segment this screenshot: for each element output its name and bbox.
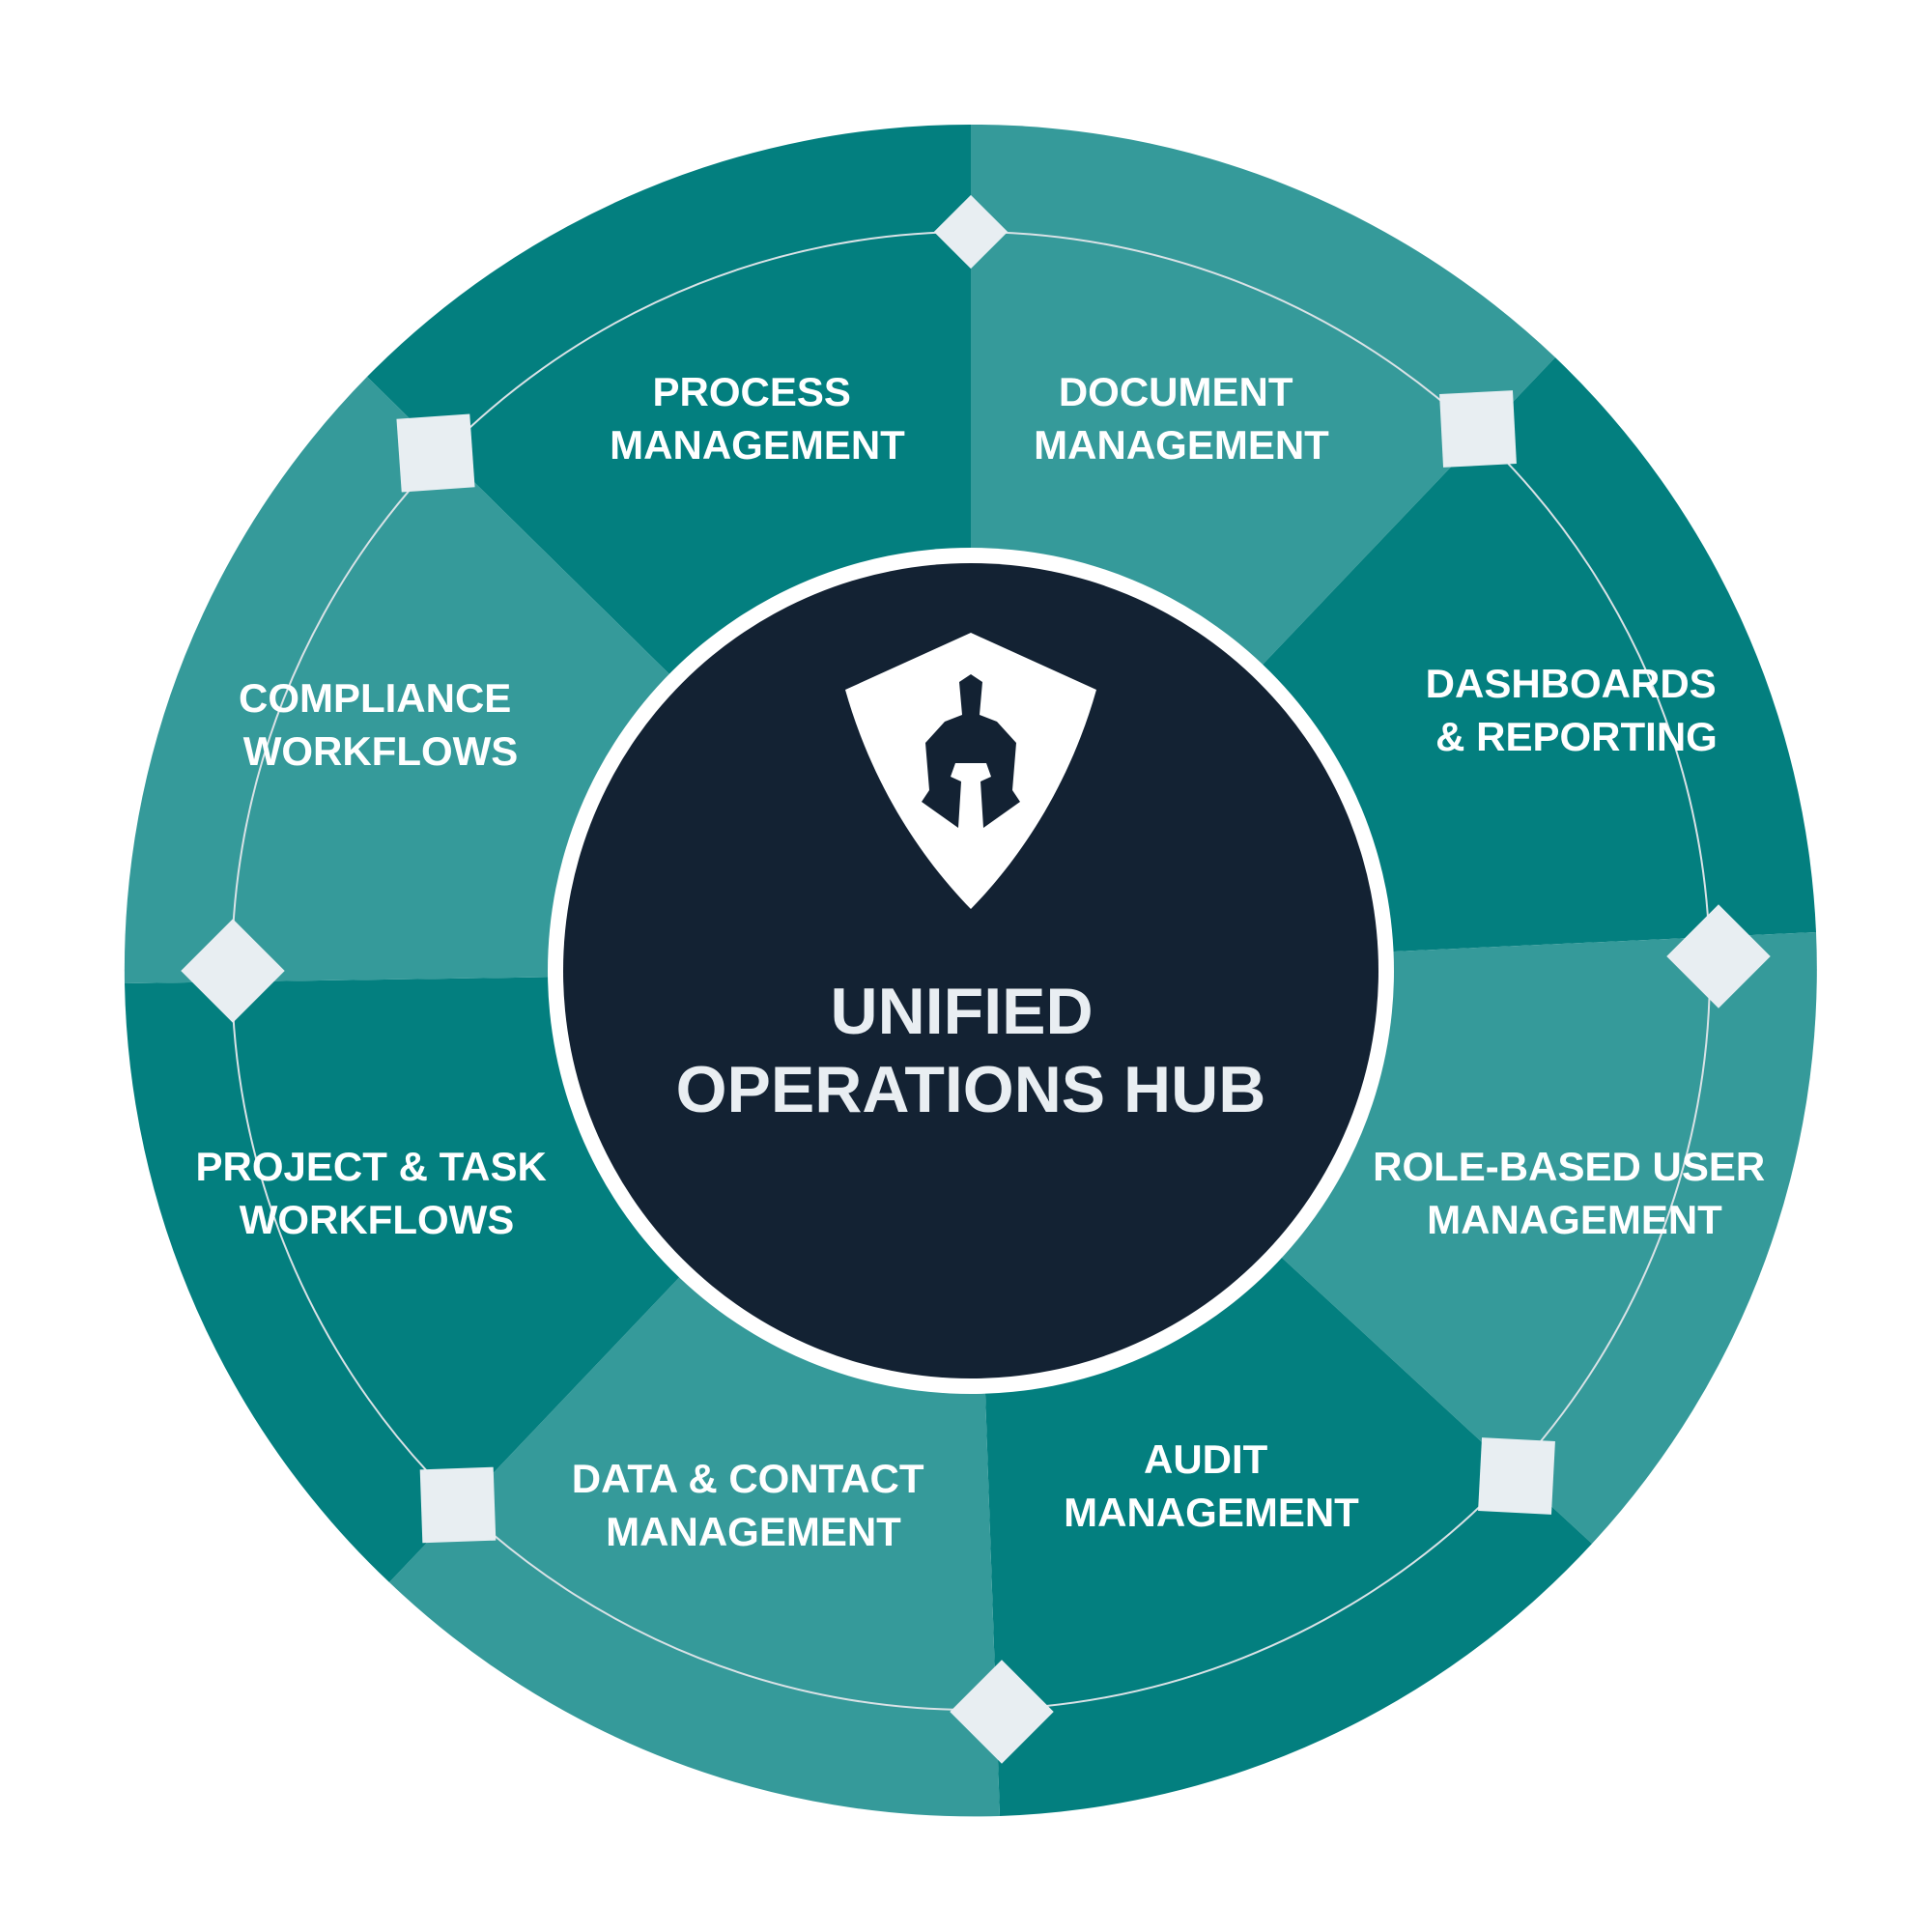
- data-contact-management-label: DATA & CONTACT MANAGEMENT: [572, 1456, 935, 1554]
- process-management-label: PROCESS MANAGEMENT: [610, 369, 905, 468]
- square-marker-bottom-left: [419, 1466, 497, 1544]
- audit-management-label: AUDIT MANAGEMENT: [1064, 1436, 1359, 1535]
- square-marker-top-right: [1439, 390, 1517, 468]
- square-marker-top-left: [396, 413, 475, 493]
- compliance-workflows-label: COMPLIANCE WORKFLOWS: [239, 675, 523, 774]
- hub-title: UNIFIED OPERATIONS HUB: [676, 975, 1266, 1126]
- project-task-workflows-label: PROJECT & TASK WORKFLOWS: [196, 1144, 558, 1242]
- segment-labels: PROCESS MANAGEMENT DOCUMENT MANAGEMENT D…: [196, 369, 1776, 1554]
- role-based-user-management-label: ROLE-BASED USER MANAGEMENT: [1373, 1144, 1776, 1242]
- dashboards-reporting-label: DASHBOARDS & REPORTING: [1426, 661, 1728, 759]
- spartan-helmet-shield-icon: [845, 633, 1096, 909]
- hub-center[interactable]: [563, 563, 1378, 1378]
- document-management-label: DOCUMENT MANAGEMENT: [1034, 369, 1329, 468]
- square-marker-bottom-right: [1478, 1437, 1555, 1515]
